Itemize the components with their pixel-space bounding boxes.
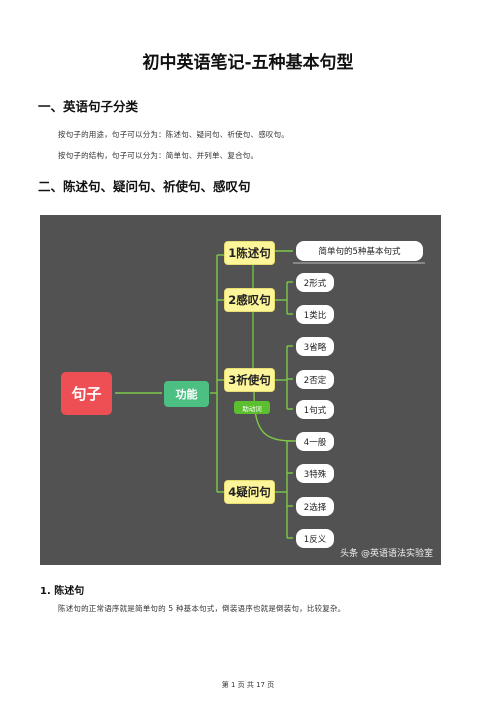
mindmap-leaf-omission: 3省略 bbox=[296, 337, 334, 356]
page-footer: 第 1 页 共 17 页 bbox=[221, 681, 275, 689]
mindmap-leaf-analogy: 1类比 bbox=[296, 305, 334, 324]
mindmap-leaf-choice: 2选择 bbox=[296, 497, 334, 516]
paragraph-declarative: 陈述句的正常语序就是简单句的 5 种基本句式，倒装语序也就是倒装句，比较复杂。 bbox=[58, 604, 346, 613]
mindmap-image: 句子 功能 1陈述句 2感叹句 3祈使句 4疑问句 助动词 简单句的5种基本句式… bbox=[40, 215, 441, 565]
mindmap-branch-imperative: 3祈使句 bbox=[224, 368, 275, 392]
document-title: 初中英语笔记-五种基本句型 bbox=[142, 53, 354, 73]
section-heading-sentence-types: 二、陈述句、疑问句、祈使句、感叹句 bbox=[38, 179, 251, 194]
subsection-heading-declarative: 1. 陈述句 bbox=[40, 586, 85, 597]
mindmap-leaf-pattern: 1句式 bbox=[296, 400, 334, 419]
mindmap-leaf-negative: 2否定 bbox=[296, 370, 334, 389]
mindmap-branch-declarative: 1陈述句 bbox=[224, 241, 275, 265]
mindmap-function-node: 功能 bbox=[164, 381, 209, 407]
mindmap-branch-interrogative: 4疑问句 bbox=[224, 480, 275, 504]
paragraph-by-structure: 按句子的结构，句子可以分为：简单句、并列单、复合句。 bbox=[58, 151, 259, 160]
mindmap-auxiliary-tag: 助动词 bbox=[234, 401, 270, 414]
mindmap-leaf-form: 2形式 bbox=[296, 273, 334, 292]
mindmap-leaf-five-patterns: 简单句的5种基本句式 bbox=[296, 241, 423, 261]
mindmap-branch-exclamatory: 2感叹句 bbox=[224, 288, 275, 312]
section-heading-classification: 一、英语句子分类 bbox=[38, 99, 139, 114]
mindmap-leaf-special: 3特殊 bbox=[296, 464, 334, 483]
mindmap-connectors bbox=[115, 250, 425, 539]
mindmap-watermark: 头条 @英语语法实验室 bbox=[340, 549, 433, 559]
mindmap-leaf-tag-question: 1反义 bbox=[296, 529, 334, 548]
paragraph-by-purpose: 按句子的用途，句子可以分为：陈述句、疑问句、祈使句、感叹句。 bbox=[58, 130, 289, 139]
mindmap-root-node: 句子 bbox=[61, 372, 112, 415]
mindmap-leaf-general: 4一般 bbox=[296, 432, 334, 451]
